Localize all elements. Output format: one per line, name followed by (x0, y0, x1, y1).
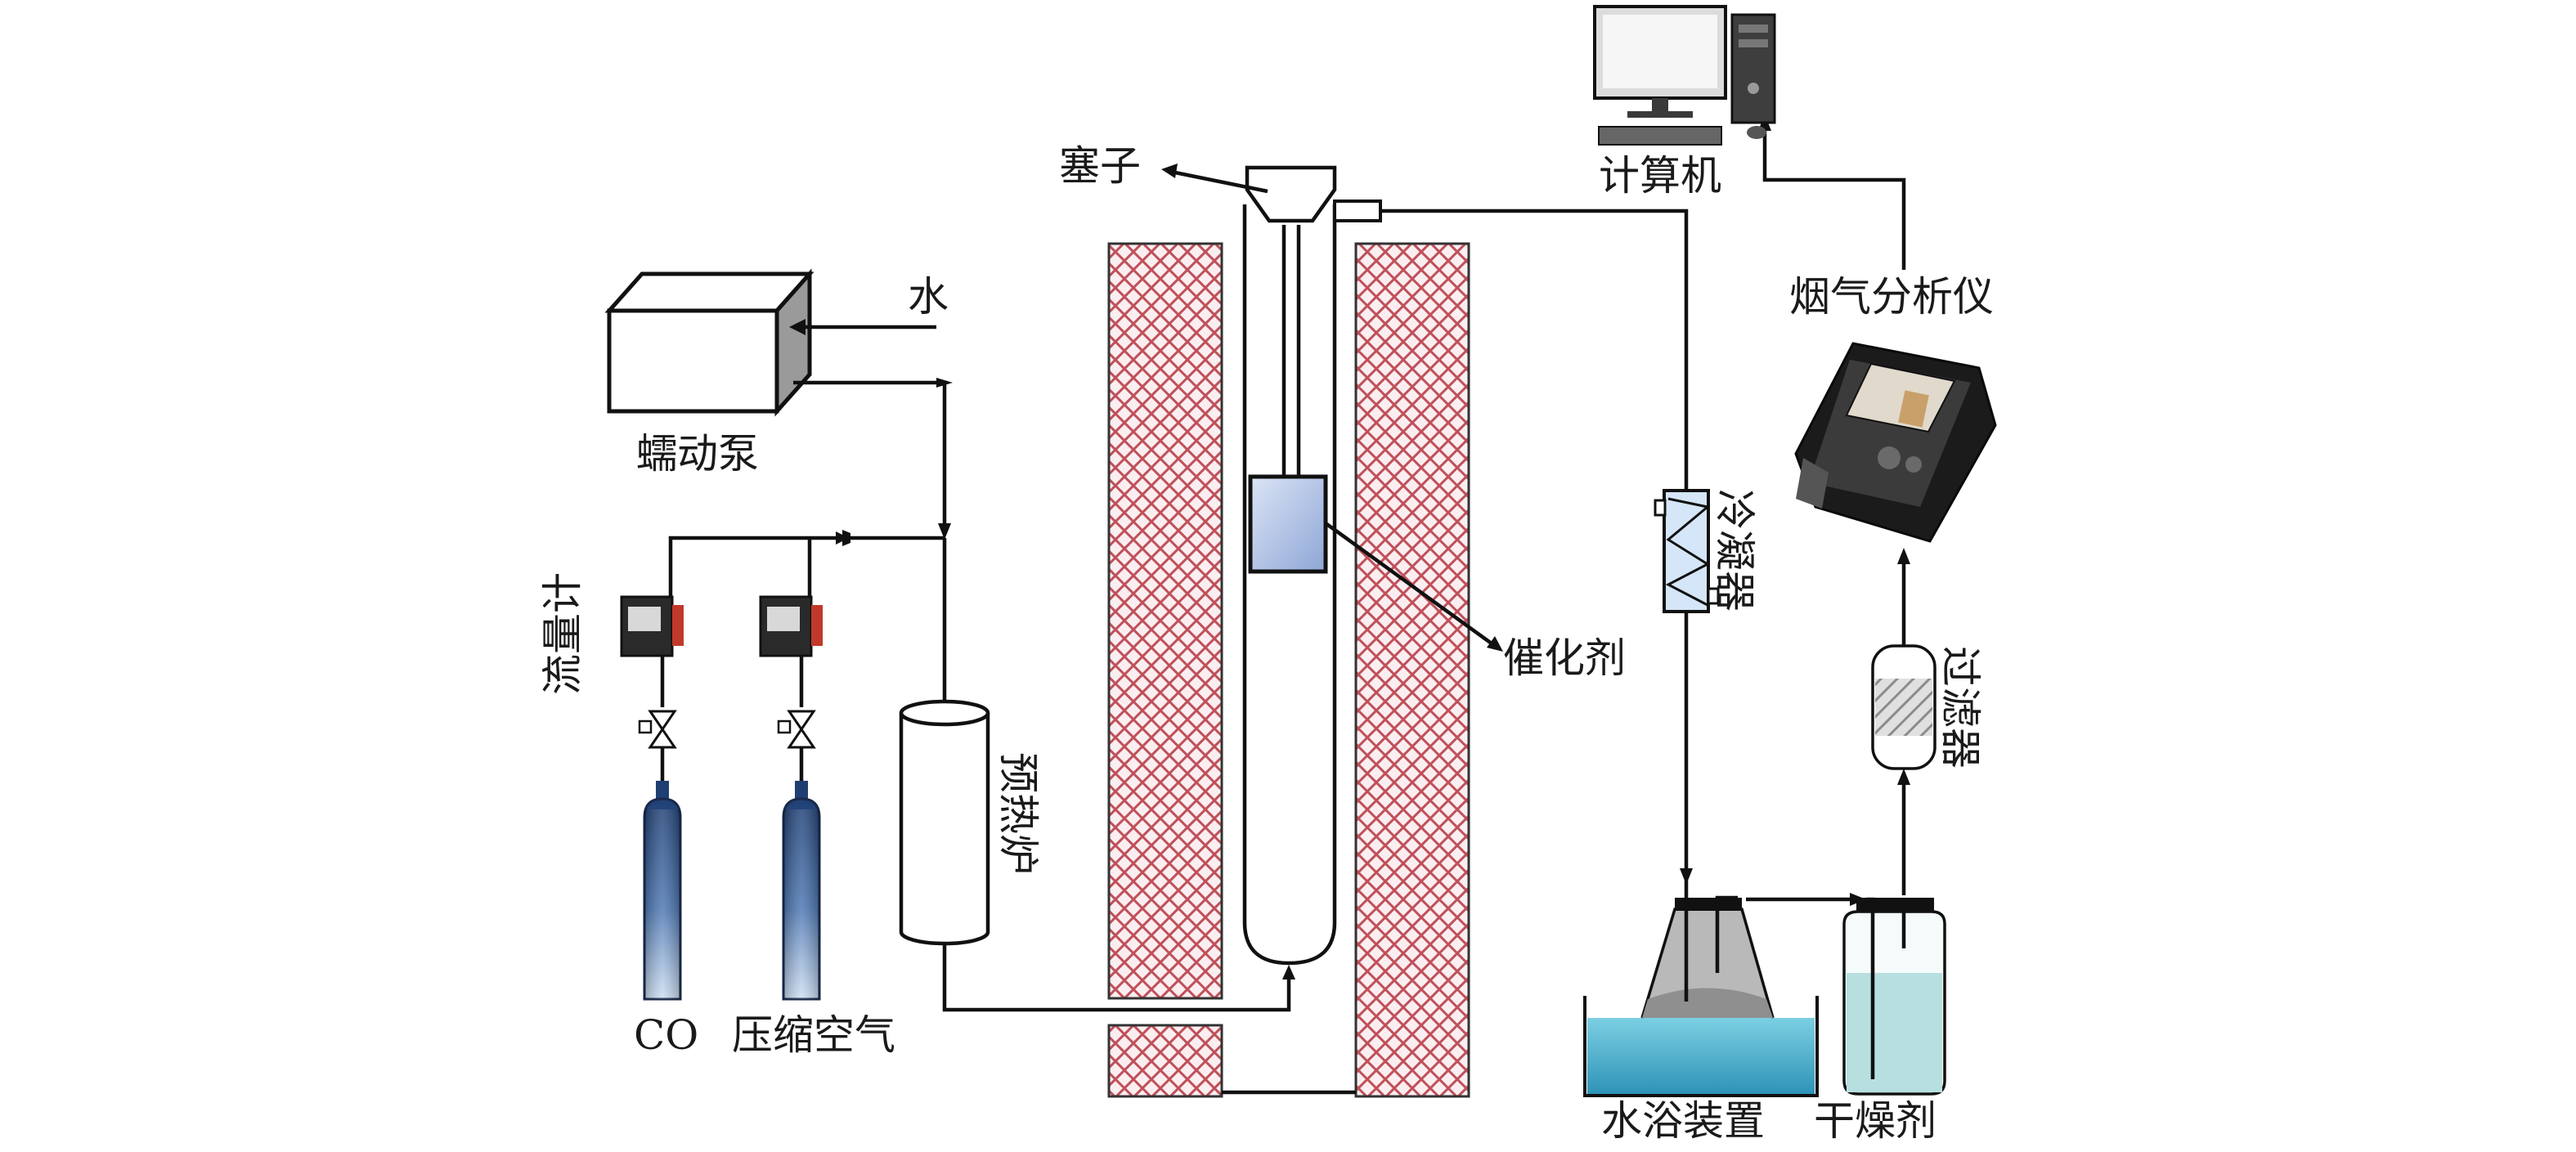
condenser (1654, 489, 1720, 613)
stopper-icon (1245, 165, 1337, 223)
computer-label: 计算机 (1599, 152, 1721, 199)
preheater-furnace (899, 699, 990, 946)
desiccant-bottle (1842, 897, 1946, 1096)
filter-label: 过滤器 (1936, 646, 1984, 769)
compressed-air-label: 压缩空气 (732, 1011, 895, 1059)
flowmeter-label: 流量计 (539, 572, 586, 695)
catalyst-label: 催化剂 (1503, 634, 1626, 682)
flue-gas-analyzer-label: 烟气分析仪 (1789, 273, 1994, 320)
air-gas-line (759, 595, 823, 1001)
callout-lines (1161, 164, 1503, 652)
condenser-label: 冷凝器 (1711, 489, 1758, 612)
stopper-label: 塞子 (1059, 142, 1141, 190)
valve-air-icon (777, 710, 816, 749)
reactor-side-outlet (1333, 199, 1382, 222)
air-cylinder-icon (782, 781, 821, 1001)
peristaltic-pump (604, 268, 815, 417)
filter (1871, 644, 1936, 770)
pump-label: 蠕动泵 (636, 430, 759, 477)
furnace-left-wall-lower (1107, 1024, 1223, 1098)
water-label: 水 (908, 273, 949, 320)
water-bath-label: 水浴装置 (1601, 1097, 1765, 1145)
pipework (668, 114, 1910, 1095)
furnace-left-wall-upper (1107, 242, 1223, 1000)
catalyst-block (1248, 474, 1328, 574)
flue-gas-analyzer-icon (1794, 342, 1997, 543)
co-label: CO (634, 1011, 698, 1059)
preheater-label: 预热炉 (994, 752, 1042, 875)
desiccant-label: 干燥剂 (1814, 1097, 1936, 1145)
co-gas-line (620, 595, 684, 1001)
reactor-tube (1242, 165, 1382, 966)
furnace-right-wall (1354, 242, 1470, 1098)
computer-icon (1593, 5, 1776, 146)
tube-furnace (1107, 242, 1470, 1098)
water-bath (1583, 876, 1819, 1097)
valve-co-icon (638, 710, 677, 749)
co-cylinder-icon (643, 781, 682, 1001)
